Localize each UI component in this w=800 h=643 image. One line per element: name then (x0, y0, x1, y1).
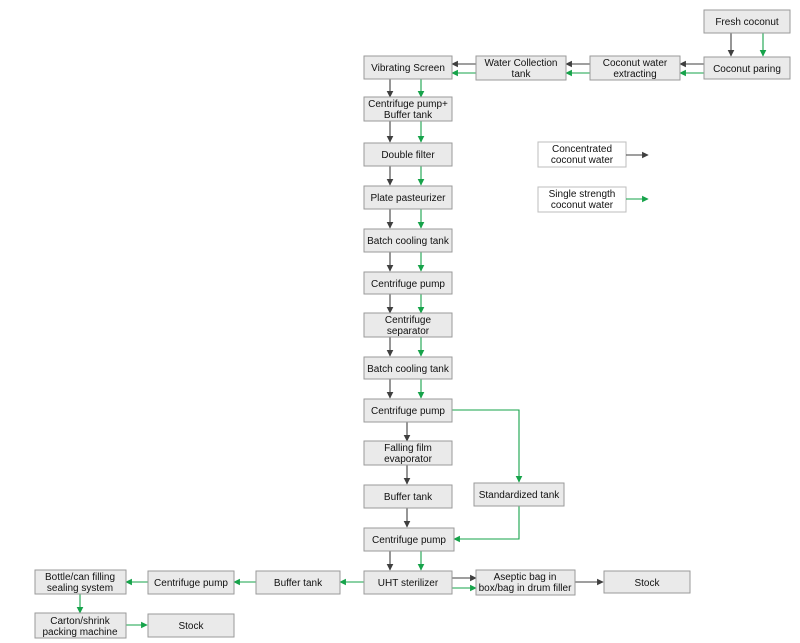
node-falling-film-evaporator-line1: Falling film (384, 443, 432, 454)
node-centrifuge-pump-4: Centrifuge pump (147, 570, 235, 595)
legend-concentrated-line1: Concentrated (552, 144, 612, 155)
arrow-pump2-to-standardized (452, 409, 523, 483)
node-coconut-water-extracting-line2: extracting (613, 69, 656, 80)
node-water-collection-tank-line1: Water Collection (485, 58, 558, 69)
node-centrifuge-pump-buffer-tank-line1: Centrifuge pump+ (368, 99, 448, 110)
process-nodes: Fresh coconut Coconut paring Coconut wat… (34, 9, 791, 639)
node-batch-cooling-tank-1: Batch cooling tank (363, 228, 453, 253)
node-centrifuge-pump-1-label: Centrifuge pump (371, 279, 445, 290)
node-coconut-paring: Coconut paring (703, 56, 791, 80)
node-coconut-paring-label: Coconut paring (713, 64, 781, 75)
legend-single-strength: Single strength coconut water (537, 186, 649, 213)
node-batch-cooling-tank-2-label: Batch cooling tank (367, 364, 450, 375)
node-coconut-water-extracting: Coconut water extracting (589, 55, 681, 81)
node-stock-2: Stock (147, 613, 235, 638)
node-carton-shrink-packing-line1: Carton/shrink (50, 616, 110, 627)
legend-concentrated: Concentrated coconut water (537, 141, 649, 168)
node-batch-cooling-tank-2: Batch cooling tank (363, 356, 453, 380)
node-centrifuge-pump-3-label: Centrifuge pump (372, 535, 446, 546)
node-centrifuge-pump-2: Centrifuge pump (363, 398, 453, 423)
node-standardized-tank: Standardized tank (473, 482, 565, 507)
flow-arrows (76, 33, 767, 629)
node-carton-shrink-packing-line2: packing machine (42, 627, 117, 638)
node-centrifuge-pump-3: Centrifuge pump (363, 527, 455, 552)
node-double-filter-label: Double filter (381, 150, 435, 161)
node-fresh-coconut-label: Fresh coconut (715, 17, 779, 28)
node-centrifuge-separator-line1: Centrifuge (385, 315, 432, 326)
node-aseptic-bag-filler-line2: box/bag in drum filler (479, 583, 572, 594)
node-centrifuge-pump-1: Centrifuge pump (363, 271, 453, 295)
node-buffer-tank-2: Buffer tank (255, 570, 341, 595)
node-centrifuge-pump-2-label: Centrifuge pump (371, 406, 445, 417)
node-buffer-tank-1-label: Buffer tank (384, 492, 433, 503)
node-uht-sterilizer: UHT sterilizer (363, 570, 453, 595)
node-carton-shrink-packing: Carton/shrink packing machine (34, 612, 127, 639)
legend-single-strength-line2: coconut water (551, 200, 614, 211)
node-vibrating-screen: Vibrating Screen (363, 55, 453, 80)
node-buffer-tank-1: Buffer tank (363, 484, 453, 509)
legend-single-strength-line1: Single strength (549, 189, 616, 200)
node-stock-1: Stock (603, 570, 691, 594)
node-batch-cooling-tank-1-label: Batch cooling tank (367, 236, 450, 247)
legend: Concentrated coconut water Single streng… (537, 141, 649, 213)
node-bottle-can-filling: Bottle/can filling sealing system (34, 569, 127, 595)
node-fresh-coconut: Fresh coconut (703, 9, 791, 34)
node-centrifuge-separator: Centrifuge separator (363, 312, 453, 338)
node-double-filter: Double filter (363, 142, 453, 167)
node-stock-1-label: Stock (634, 578, 660, 589)
node-water-collection-tank-line2: tank (512, 69, 532, 80)
node-aseptic-bag-filler-line1: Aseptic bag in (494, 572, 557, 583)
node-water-collection-tank: Water Collection tank (475, 55, 567, 81)
node-plate-pasteurizer: Plate pasteurizer (363, 185, 453, 210)
node-coconut-water-extracting-line1: Coconut water (603, 58, 668, 69)
arrow-standardized-to-pump3 (453, 506, 520, 543)
node-buffer-tank-2-label: Buffer tank (274, 578, 323, 589)
node-bottle-can-filling-line2: sealing system (47, 583, 113, 594)
node-falling-film-evaporator: Falling film evaporator (363, 440, 453, 466)
node-vibrating-screen-label: Vibrating Screen (371, 63, 445, 74)
node-standardized-tank-label: Standardized tank (479, 490, 561, 501)
node-aseptic-bag-filler: Aseptic bag in box/bag in drum filler (475, 569, 576, 596)
node-centrifuge-separator-line2: separator (387, 326, 430, 337)
legend-concentrated-line2: coconut water (551, 155, 614, 166)
node-plate-pasteurizer-label: Plate pasteurizer (370, 193, 446, 204)
node-bottle-can-filling-line1: Bottle/can filling (45, 572, 115, 583)
node-uht-sterilizer-label: UHT sterilizer (378, 578, 439, 589)
node-centrifuge-pump-buffer-tank-line2: Buffer tank (384, 110, 433, 121)
node-centrifuge-pump-4-label: Centrifuge pump (154, 578, 228, 589)
node-centrifuge-pump-buffer-tank: Centrifuge pump+ Buffer tank (363, 96, 453, 122)
node-stock-2-label: Stock (178, 621, 204, 632)
node-falling-film-evaporator-line2: evaporator (384, 454, 432, 465)
